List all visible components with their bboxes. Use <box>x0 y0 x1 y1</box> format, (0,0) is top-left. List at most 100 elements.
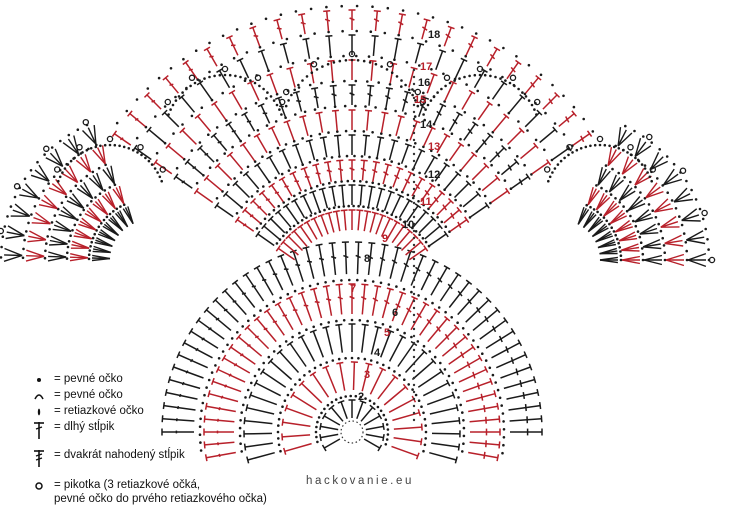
legend-text: = pevné očko <box>54 373 123 385</box>
legend: = pevné očko = pevné očko = retiazkové o… <box>30 372 360 512</box>
chain-dot <box>412 278 416 282</box>
picot-group <box>282 50 422 96</box>
chain-icon <box>37 408 41 416</box>
chain-dot <box>412 138 416 142</box>
chain-dot <box>412 194 416 198</box>
legend-text: = dvakrát nahodený stĺpik <box>54 449 185 461</box>
legend-text: = pikotka (3 retiazkové očká, <box>54 479 201 491</box>
treble-icon <box>34 422 44 439</box>
row-number: 12 <box>428 169 440 181</box>
row-number: 16 <box>418 77 430 89</box>
row-number: 9 <box>382 233 388 245</box>
chain-dots <box>57 143 163 183</box>
fan-group <box>3 125 97 262</box>
chain-dot <box>412 390 416 394</box>
chain-dot <box>412 82 416 86</box>
chain-dot <box>412 313 416 317</box>
row-number: 17 <box>420 61 432 73</box>
chain-dots <box>175 79 533 176</box>
fan-group <box>25 145 106 262</box>
chain-dot <box>412 397 416 401</box>
stitch-group <box>319 399 385 452</box>
chain-dot <box>412 68 416 72</box>
chain-dot <box>412 159 416 163</box>
chain-dot <box>412 222 416 226</box>
chain-dots <box>585 203 623 262</box>
fan-group <box>91 206 134 262</box>
chain-dots <box>195 104 513 190</box>
legend-text-continued: pevné očko do prvého retiazkového očka) <box>54 493 267 505</box>
chain-dot <box>412 369 416 373</box>
stitch-group <box>255 184 449 247</box>
chain-dot <box>412 404 416 408</box>
chain-dot <box>412 299 416 303</box>
chain-dot <box>412 264 416 268</box>
chain-dot <box>412 320 416 324</box>
chain-dot <box>412 208 416 212</box>
chain-dot <box>412 257 416 261</box>
chain-dot <box>412 89 416 93</box>
chain-dot <box>412 376 416 380</box>
chain-dot <box>412 96 416 100</box>
chain-dot <box>412 327 416 331</box>
chain-dots <box>284 58 420 108</box>
chain-dot <box>412 215 416 219</box>
legend-item-double-treble: = dvakrát nahodený stĺpik <box>30 448 360 470</box>
picot-icon <box>35 482 43 490</box>
picot-group <box>543 135 657 173</box>
legend-text: = retiazkové očko <box>54 405 144 417</box>
dot-icon <box>37 378 41 382</box>
chain-dot <box>412 110 416 114</box>
chain-dots <box>65 183 117 260</box>
chain-dot <box>412 362 416 366</box>
row-number: 18 <box>428 29 440 41</box>
watermark: hackovanie.eu <box>306 475 414 487</box>
double-treble-icon <box>34 450 44 467</box>
chain-dot <box>412 306 416 310</box>
legend-item-sc-arc: = pevné očko <box>30 388 360 404</box>
fan-group <box>597 167 663 266</box>
legend-text: = pevné očko <box>54 389 123 401</box>
fan-group <box>69 185 125 262</box>
stitch-group <box>234 159 470 232</box>
chain-dots <box>43 163 107 260</box>
legend-item-chain: = retiazkové očko <box>30 404 360 420</box>
stitch-group <box>203 283 501 462</box>
row-number: 11 <box>420 196 432 208</box>
chain-dots <box>115 4 595 133</box>
chain-dot <box>412 334 416 338</box>
chain-dot <box>412 152 416 156</box>
stitch-group <box>152 59 552 175</box>
chain-dot <box>412 124 416 128</box>
legend-item-sc-dot: = pevné očko <box>30 372 360 388</box>
row-number: 13 <box>428 141 440 153</box>
chain-dots <box>595 184 645 262</box>
row-number: 14 <box>420 119 433 131</box>
chain-dots <box>604 164 667 262</box>
chain-dot <box>412 243 416 247</box>
chain-dot <box>412 75 416 79</box>
row-number: 2 <box>358 391 364 403</box>
picot-group <box>419 65 541 106</box>
stitch-group <box>281 361 423 460</box>
chain-dots <box>276 356 428 453</box>
fan-group <box>47 165 116 262</box>
chain-dot <box>412 292 416 296</box>
chain-dot <box>412 341 416 345</box>
chain-dots <box>422 73 538 116</box>
chart-marks <box>0 4 716 464</box>
row-number: 5 <box>384 327 390 339</box>
chain-dot <box>412 236 416 240</box>
fan-group <box>617 127 707 268</box>
chain-dot <box>412 418 416 422</box>
chain-dot <box>412 201 416 205</box>
row-number: 4 <box>374 347 381 359</box>
chain-dot <box>412 117 416 121</box>
fan-group <box>577 206 619 264</box>
chain-dot <box>412 355 416 359</box>
row-number: 10 <box>402 219 414 231</box>
row-number: 15 <box>414 94 426 106</box>
arc-icon <box>34 394 44 400</box>
chain-dot <box>412 229 416 233</box>
chain-dot <box>412 411 416 415</box>
